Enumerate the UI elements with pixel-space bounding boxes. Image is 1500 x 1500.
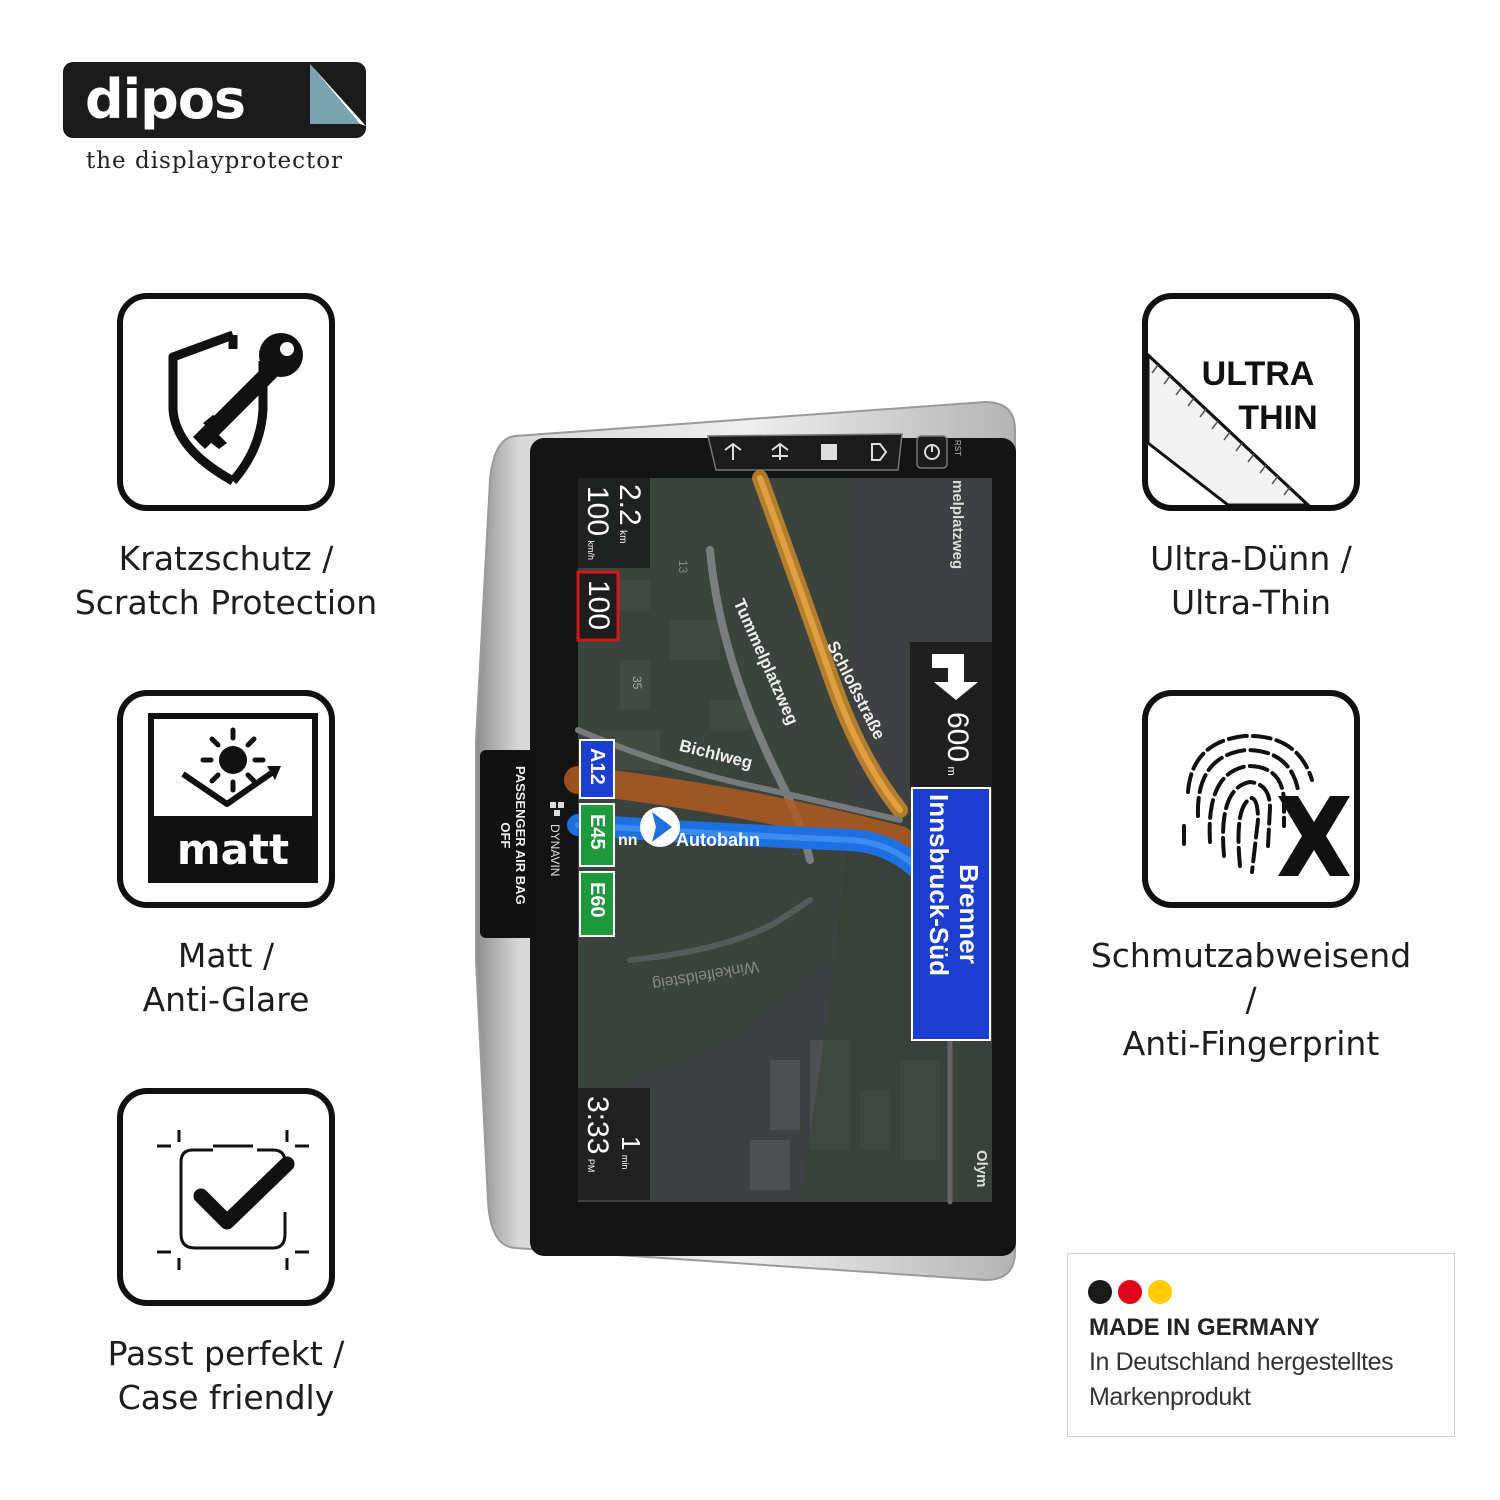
german-flag-dots	[1088, 1280, 1178, 1308]
feature-label-line-1: Matt /	[177, 936, 275, 975]
icon-box	[1142, 690, 1360, 908]
flag-dot-black	[1088, 1280, 1112, 1304]
icon-box: matt	[117, 690, 335, 908]
destination-sign: Brenner Innsbruck-Süd	[924, 794, 984, 1034]
device-illustration	[475, 400, 1016, 1282]
speed-readout: 100 km/h	[580, 486, 614, 560]
speed-unit: km/h	[586, 540, 596, 561]
airbag-label-line-2: OFF	[498, 822, 513, 849]
made-in-germany-badge: MADE IN GERMANY In Deutschland hergestel…	[1067, 1253, 1455, 1437]
airbag-label-line-1: PASSENGER AIR BAG	[513, 766, 528, 905]
logo-fold-icon	[310, 64, 366, 128]
reset-label: RST	[953, 440, 962, 456]
turn-distance: 600 m	[940, 712, 974, 776]
feature-label-line-2: Scratch Protection	[74, 583, 378, 622]
matt-badge-text: matt	[177, 825, 289, 874]
feature-anti-glare: matt Matt / Anti-Glare	[61, 690, 391, 1022]
icon-box: ULTRA THIN	[1142, 293, 1360, 511]
eta-time: 3:33 PM	[580, 1096, 614, 1172]
thin-badge-text: THIN	[1238, 399, 1317, 437]
feature-scratch-protection: Kratzschutz / Scratch Protection	[61, 293, 391, 625]
feature-label-line-2: Anti-Glare	[142, 980, 310, 1019]
feature-label-line-2: Ultra-Thin	[1170, 583, 1332, 622]
feature-anti-fingerprint: Schmutzabweisend / Anti-Fingerprint	[1086, 690, 1416, 1066]
frame-check-icon	[157, 1130, 309, 1270]
made-in-germany-line-1: In Deutschland hergestelltes	[1089, 1348, 1394, 1376]
feature-label-line-2: Case friendly	[117, 1378, 335, 1417]
map-number-35: 35	[630, 676, 644, 690]
feature-label-line-1: Ultra-Dünn /	[1150, 539, 1352, 578]
feature-label: Ultra-Dünn / Ultra-Thin	[1086, 537, 1416, 625]
top-button-icons	[724, 442, 940, 461]
flag-dot-gold	[1148, 1280, 1172, 1304]
street-label-melplatzweg: melplatzweg	[949, 480, 966, 570]
feature-case-friendly: Passt perfekt / Case friendly	[61, 1088, 391, 1420]
eta-minutes: 1 min	[615, 1136, 646, 1169]
logo-tagline: the displayprotector	[86, 148, 344, 174]
made-in-germany-line-2: Markenprodukt	[1089, 1383, 1251, 1411]
dynavin-logo-icon	[550, 802, 564, 816]
dynavin-brand-label: DYNAVIN	[548, 824, 562, 877]
airbag-label: PASSENGER AIR BAG OFF	[498, 766, 528, 905]
ultra-badge-text: ULTRA	[1202, 355, 1315, 393]
feature-label: Schmutzabweisend / Anti-Fingerprint	[1086, 934, 1416, 1066]
made-in-germany-title: MADE IN GERMANY	[1089, 1314, 1320, 1341]
distance-readout: 2.2 km	[612, 484, 646, 544]
road-badge-e45: E45	[586, 814, 608, 850]
turn-distance-unit: m	[945, 766, 957, 776]
logo-wordmark: dipos	[85, 68, 246, 131]
eta-minutes-value: 1	[616, 1136, 646, 1151]
street-label-autobahn: Autobahn	[676, 830, 760, 850]
speed-value: 100	[581, 486, 614, 537]
street-label-olym: Olym	[973, 1150, 990, 1188]
icon-box	[117, 293, 335, 511]
feature-label-line-1: Kratzschutz /	[118, 539, 334, 578]
navigation-device: PASSENGER AIR BAG OFF DYNAVIN RST 2.2 km…	[470, 400, 1030, 1285]
destination-sign-line-1: Brenner	[954, 864, 984, 964]
ruler-ultra-thin-icon: ULTRA THIN	[1148, 352, 1318, 505]
fingerprint-x-icon	[1182, 733, 1350, 876]
eta-time-value: 3:33	[581, 1096, 614, 1155]
map-number-13: 13	[676, 560, 690, 574]
eta-ampm: PM	[586, 1158, 596, 1173]
feature-label: Matt / Anti-Glare	[61, 934, 391, 1022]
brand-logo: dipos the displayprotector	[63, 62, 368, 180]
feature-label: Kratzschutz / Scratch Protection	[61, 537, 391, 625]
feature-label: Passt perfekt / Case friendly	[61, 1332, 391, 1420]
feature-label-line-1: Passt perfekt /	[107, 1334, 345, 1373]
street-label-nn: nn	[618, 832, 638, 849]
feature-label-line-2: Anti-Fingerprint	[1122, 1024, 1380, 1063]
icon-box	[117, 1088, 335, 1306]
feature-label-line-1: Schmutzabweisend /	[1090, 936, 1412, 1019]
turn-distance-value: 600	[941, 712, 974, 763]
destination-sign-line-2: Innsbruck-Süd	[924, 794, 954, 977]
eta-minutes-unit: min	[620, 1154, 630, 1170]
road-badge-e60: E60	[586, 882, 608, 918]
flag-dot-red	[1118, 1280, 1142, 1304]
matt-sun-icon: matt	[148, 713, 318, 883]
road-badge-a12: A12	[586, 748, 608, 785]
feature-ultra-thin: ULTRA THIN Ultra-Dünn / Ultra-Thin	[1086, 293, 1416, 625]
shield-key-icon	[168, 330, 303, 485]
distance-unit: km	[617, 530, 628, 544]
distance-value: 2.2	[613, 484, 646, 526]
speed-limit-sign: 100	[582, 580, 615, 631]
